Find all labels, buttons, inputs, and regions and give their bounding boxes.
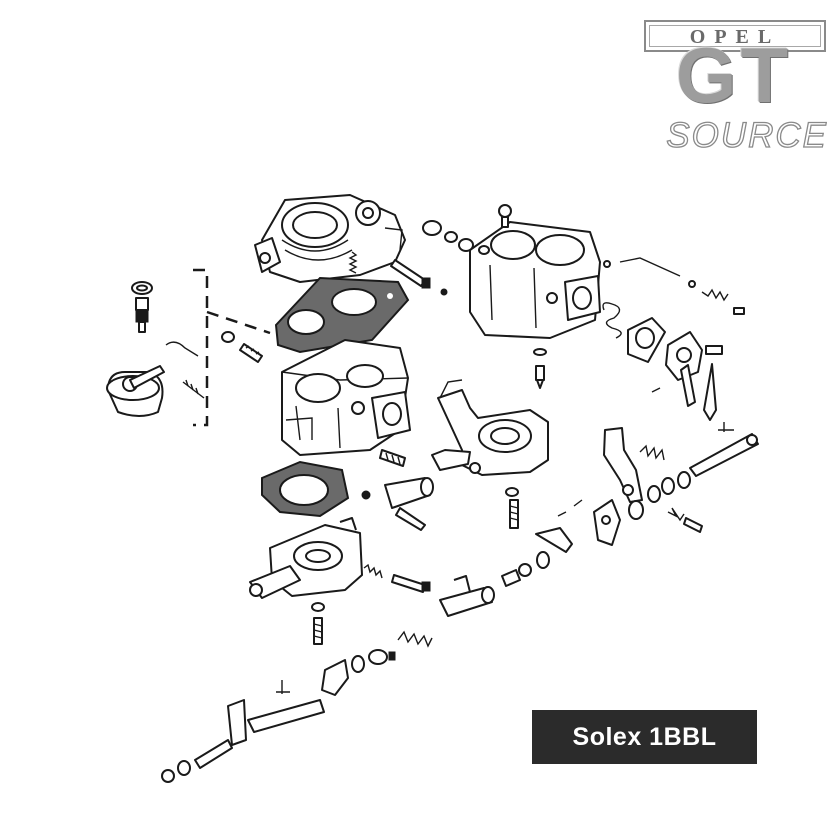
choke-temperature-switch: [135, 297, 149, 333]
logo-opel-frame: OPEL: [644, 20, 826, 52]
guide-line-to-gasket: [206, 310, 271, 335]
float-bowl-body: [469, 221, 601, 339]
choke-o-ring: [131, 281, 153, 295]
shaft-spring-lower: [397, 630, 433, 648]
fast-idle-cam: [535, 499, 621, 553]
throttle-shaft-sleeve: [361, 477, 434, 531]
throttle-shaft-lower: [439, 575, 495, 617]
top-cover-gasket: [274, 276, 410, 354]
throttle-lever-lower: [227, 680, 325, 746]
lever-lower-right: [321, 655, 365, 696]
bowl-plug-assembly: [422, 220, 490, 255]
carburetor-air-horn-cover: [254, 194, 406, 283]
washer-set-right: [628, 471, 691, 520]
pump-cover: [651, 331, 723, 421]
carburetor-label-badge: Solex 1BBL: [532, 710, 757, 764]
opel-gt-source-logo: OPEL GT SOURCE: [628, 18, 828, 158]
choke-pin: [182, 379, 205, 399]
float-bowl-top-screw: [498, 204, 512, 228]
air-horn-mounting-screw: [390, 259, 448, 296]
idle-mixture-spring: [363, 563, 383, 579]
throttle-body-lower: [249, 517, 363, 599]
idle-mixture-screw: [391, 574, 431, 593]
logo-tagline-text: SOURCE: [666, 115, 828, 155]
float-needle-valve: [533, 348, 547, 389]
carburetor-label-text: Solex 1BBL: [572, 722, 717, 751]
float-needle-spring: [348, 251, 358, 274]
throttle-body-lower-screw: [311, 602, 325, 645]
throttle-return-spring: [639, 444, 665, 461]
pump-return-spring: [602, 302, 622, 339]
adjusting-screw-right: [667, 507, 703, 533]
pump-link-rod: [603, 257, 696, 288]
logo-brand-text: OPEL: [689, 26, 781, 48]
throttle-lever-right: [603, 427, 643, 503]
throttle-body-screw: [505, 487, 519, 529]
linkage-bushing: [501, 551, 550, 587]
accelerator-pump-diaphragm: [627, 317, 666, 363]
carburetor-main-body: [281, 339, 411, 456]
assembly-bracket-guide: [193, 268, 209, 427]
shaft-nut-lower: [368, 649, 396, 665]
main-jet-plug: [379, 449, 406, 467]
fast-idle-rod: [689, 422, 759, 477]
automatic-choke-housing: [106, 365, 165, 417]
idle-screw: [221, 331, 263, 363]
choke-link-clip: [165, 341, 199, 357]
pump-link-spring: [701, 288, 745, 315]
base-gasket: [261, 460, 350, 518]
lower-fasteners: [161, 739, 233, 783]
logo-model-text: GT: [675, 31, 793, 119]
throttle-body-center: [431, 379, 549, 476]
